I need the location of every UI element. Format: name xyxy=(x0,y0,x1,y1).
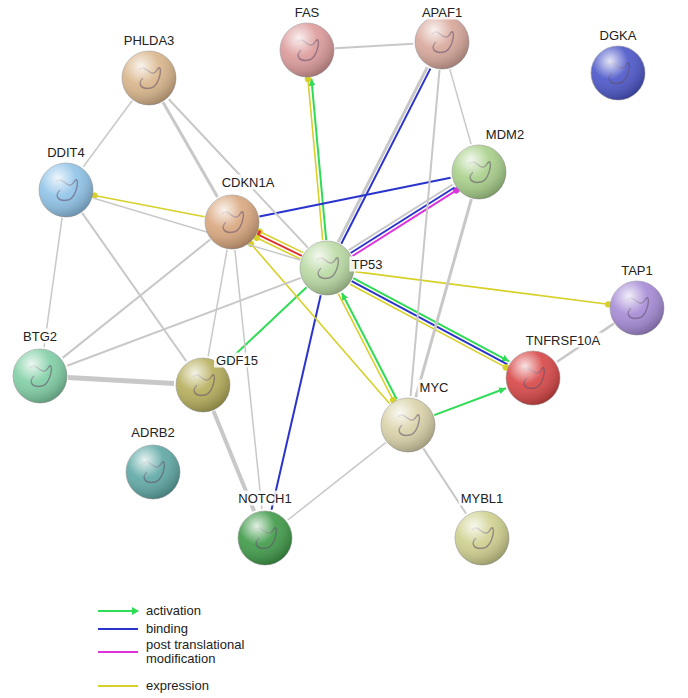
legend-line xyxy=(98,685,138,687)
interaction-line xyxy=(411,70,440,396)
legend-text: activation xyxy=(146,604,296,618)
protein-label: PHLDA3 xyxy=(122,33,177,48)
protein-node: MYC xyxy=(380,397,436,453)
protein-node: ADRB2 xyxy=(125,444,181,500)
protein-label: NOTCH1 xyxy=(236,491,293,506)
protein-sphere xyxy=(204,194,260,250)
protein-node: PHLDA3 xyxy=(121,50,177,106)
interaction-line xyxy=(208,250,227,357)
protein-label: MYC xyxy=(418,380,451,395)
interaction-line xyxy=(353,278,509,361)
protein-sphere xyxy=(505,350,561,406)
protein-label: TP53 xyxy=(349,257,384,272)
protein-sphere xyxy=(279,22,335,78)
protein-label: DDIT4 xyxy=(45,145,87,160)
protein-sphere xyxy=(454,510,510,566)
interaction-line xyxy=(338,294,393,400)
interaction-line xyxy=(342,293,397,399)
protein-sphere xyxy=(414,14,470,70)
protein-label: BTG2 xyxy=(21,329,59,344)
protein-sphere xyxy=(609,280,665,336)
protein-sphere xyxy=(380,397,436,453)
legend-text: post translational modification xyxy=(146,638,296,666)
protein-node: GDF15 xyxy=(175,357,231,413)
interaction-line xyxy=(82,213,186,361)
protein-sphere xyxy=(299,240,355,296)
interaction-line xyxy=(353,190,457,256)
protein-label: MYBL1 xyxy=(459,491,506,506)
protein-node: APAF1 xyxy=(414,14,470,70)
protein-sphere xyxy=(237,510,293,566)
protein-label: MDM2 xyxy=(484,127,526,142)
interaction-line xyxy=(311,79,326,240)
protein-node: NOTCH1 xyxy=(237,510,293,566)
protein-label: FAS xyxy=(293,5,322,20)
interaction-line xyxy=(351,188,455,254)
interaction-line xyxy=(335,44,413,49)
protein-node: TNFRSF10A xyxy=(505,350,561,406)
protein-sphere xyxy=(451,144,507,200)
protein-sphere xyxy=(125,444,181,500)
protein-node: FAS xyxy=(279,22,335,78)
interaction-line xyxy=(67,278,301,366)
interaction-line xyxy=(349,185,453,251)
protein-label: CDKN1A xyxy=(220,175,277,190)
protein-node: MDM2 xyxy=(451,144,507,200)
interaction-line xyxy=(308,79,323,240)
interaction-line xyxy=(450,69,471,144)
protein-label: ADRB2 xyxy=(129,425,176,440)
legend-line xyxy=(98,628,138,630)
legend-text: binding xyxy=(146,622,296,636)
legend-arrowhead xyxy=(132,607,139,615)
protein-node: DGKA xyxy=(590,45,646,101)
interaction-line xyxy=(416,199,472,397)
interaction-line xyxy=(258,235,302,256)
protein-label: APAF1 xyxy=(420,5,464,20)
protein-node: MYBL1 xyxy=(454,510,510,566)
protein-label: TNFRSF10A xyxy=(524,333,602,348)
interaction-line xyxy=(259,178,450,217)
protein-sphere xyxy=(38,162,94,218)
interaction-line xyxy=(288,442,386,520)
interaction-line xyxy=(272,295,321,509)
protein-label: GDF15 xyxy=(214,353,260,368)
interaction-line xyxy=(83,101,132,167)
protein-node: DDIT4 xyxy=(38,162,94,218)
interaction-line xyxy=(95,196,205,217)
legend-text: expression xyxy=(146,679,296,693)
interaction-line xyxy=(341,69,430,244)
protein-sphere xyxy=(121,50,177,106)
interaction-line xyxy=(163,102,218,197)
protein-node: TAP1 xyxy=(609,280,665,336)
legend-line xyxy=(98,651,138,653)
protein-label: DGKA xyxy=(598,28,639,43)
protein-sphere xyxy=(12,348,68,404)
interaction-line xyxy=(94,198,300,260)
protein-sphere xyxy=(590,45,646,101)
protein-node: TP53 xyxy=(299,240,355,296)
protein-node: BTG2 xyxy=(12,348,68,404)
protein-label: TAP1 xyxy=(619,263,655,278)
interaction-line xyxy=(68,378,174,384)
protein-node: CDKN1A xyxy=(204,194,260,250)
